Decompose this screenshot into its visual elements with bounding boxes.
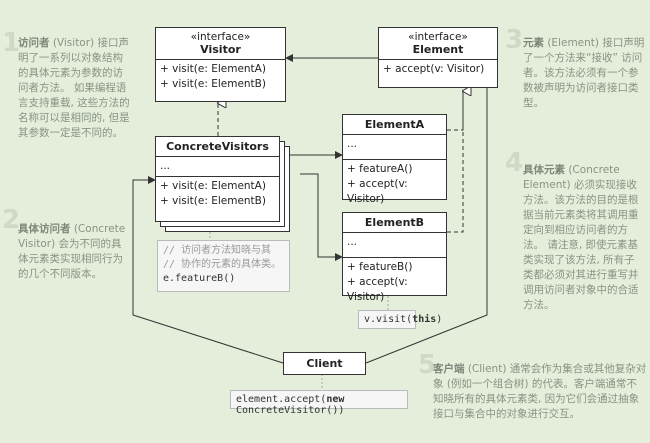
step-number-3: 3 <box>505 25 524 55</box>
visitor-title: Visitor <box>200 43 241 56</box>
note-element: 元素 (Element) 接口声明了一个方法来“接收” 访问者。该方法必须有一个… <box>523 37 645 109</box>
visitor-method: + visit(e: ElementA) <box>160 63 266 75</box>
element-a-method: + accept(v: Visitor) <box>347 178 408 205</box>
step-number-1: 1 <box>2 28 21 58</box>
note-client: 客户端 (Client) 通常会作为集合或其他复杂对象 (例如一个组合树) 的代… <box>433 363 647 420</box>
concrete-visitors-method: + visit(e: ElementA) <box>160 180 266 192</box>
element-b-box[interactable]: ElementB ... + featureB() + accept(v: Vi… <box>342 212 447 303</box>
dependency-visitors-element-b <box>300 173 343 261</box>
client-title: Client <box>306 357 343 370</box>
visitor-method: + visit(e: ElementB) <box>160 78 266 90</box>
element-b-fields: ... <box>343 233 446 258</box>
step-number-2: 2 <box>2 205 21 235</box>
element-b-method: + accept(v: Visitor) <box>347 276 408 303</box>
visitor-interface-box[interactable]: «interface» Visitor + visit(e: ElementA)… <box>155 27 286 102</box>
element-b-method: + featureB() <box>347 261 413 273</box>
element-stereotype: «interface» <box>408 31 468 43</box>
client-to-visitors <box>132 176 284 364</box>
element-a-title: ElementA <box>364 118 425 131</box>
code-note-client: element.accept(new ConcreteVisitor()) <box>230 390 408 416</box>
code-note-visitor: // 访问者方法知晓与其 // 协作的元素的具体类。 e.featureB() <box>157 240 290 292</box>
element-a-box[interactable]: ElementA ... + featureA() + accept(v: Vi… <box>342 114 447 205</box>
step-number-4: 4 <box>505 148 524 178</box>
note-concrete-element: 具体元素 (Concrete Element) 必须实现接收方法。该方法的目的是… <box>523 164 639 311</box>
element-method: + accept(v: Visitor) <box>383 63 485 75</box>
client-box[interactable]: Client <box>283 352 366 375</box>
element-a-method: + featureA() <box>347 163 413 175</box>
realization-element-b <box>447 91 464 233</box>
concrete-visitors-fields: ... <box>156 157 279 177</box>
element-a-fields: ... <box>343 135 446 160</box>
element-interface-box[interactable]: «interface» Element + accept(v: Visitor) <box>378 27 498 88</box>
code-comment: // 协作的元素的具体类。 <box>163 259 282 270</box>
realization-element-a <box>447 91 463 131</box>
code-comment: // 访问者方法知晓与其 <box>163 245 272 256</box>
visitor-stereotype: «interface» <box>190 31 251 43</box>
code-note-accept: v.visit(this) <box>358 310 442 329</box>
note-visitor: 访问者 (Visitor) 接口声明了一系列以对象结构的具体元素为参数的访问者方… <box>18 37 130 139</box>
concrete-visitors-box[interactable]: ConcreteVisitors ... + visit(e: ElementA… <box>155 136 280 222</box>
note-concrete-visitor: 具体访问者 (Concrete Visitor) 会为不同的具体元素类实现相同行… <box>18 223 126 280</box>
element-title: Element <box>412 43 464 56</box>
element-b-title: ElementB <box>364 216 425 229</box>
code-line: e.featureB() <box>163 273 236 284</box>
step-number-5: 5 <box>418 350 437 380</box>
concrete-visitors-title: ConcreteVisitors <box>166 140 269 153</box>
concrete-visitors-method: + visit(e: ElementB) <box>160 195 266 207</box>
